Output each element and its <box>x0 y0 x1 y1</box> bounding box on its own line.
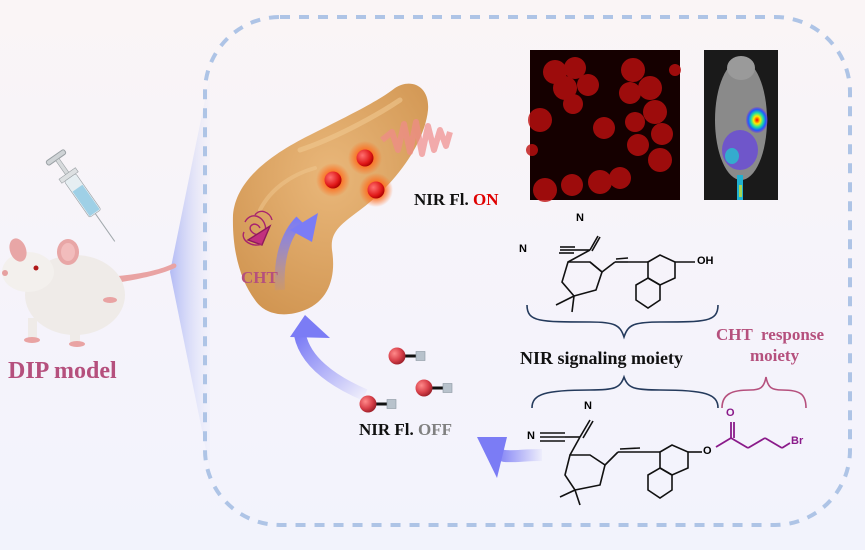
syringe-icon <box>45 149 116 242</box>
probe-molecules <box>359 347 453 413</box>
atom-o-ester: O <box>703 445 712 457</box>
brace-bottom-signaling <box>531 374 719 409</box>
brace-top-signaling <box>526 304 719 340</box>
brace-response <box>721 376 807 409</box>
arrow-from-probe-head <box>477 437 507 478</box>
dashed-frame <box>203 15 852 527</box>
activated-probe-spheres <box>316 141 393 207</box>
arrow-to-spheres <box>274 216 304 291</box>
nir-off-prefix: NIR Fl. <box>359 420 419 439</box>
nir-on-state: ON <box>473 190 499 209</box>
arrow-to-pancreas <box>294 333 368 401</box>
cht-enzyme-icon <box>242 210 273 246</box>
nir-emission-wave <box>380 119 453 157</box>
mouse-illustration <box>2 238 177 347</box>
linker-chain <box>715 422 791 449</box>
product-structure <box>555 235 695 313</box>
cell-fluorescence-image <box>526 50 681 202</box>
in-vivo-imaging-image <box>704 50 778 200</box>
response-moiety-label-line2: moiety <box>750 346 800 365</box>
nir-on-label: NIR Fl. ON <box>414 190 499 210</box>
signaling-moiety-label: NIR signaling moiety <box>520 348 684 368</box>
atom-o-carbonyl: O <box>726 407 735 419</box>
atom-n-left1: N <box>519 243 527 255</box>
nir-off-label: NIR Fl. OFF <box>359 420 452 440</box>
dip-model-label: DIP model <box>8 358 117 384</box>
atom-n-top1: N <box>576 212 584 224</box>
nir-off-state: OFF <box>418 420 453 439</box>
arrow-to-spheres-head <box>290 213 318 242</box>
arrow-to-pancreas-head <box>290 315 330 338</box>
atom-br: Br <box>791 435 804 447</box>
response-moiety-label-line1: CHT response <box>716 325 825 344</box>
atom-n-left2: N <box>527 430 535 442</box>
probe-structure <box>540 419 702 506</box>
atom-n-top2: N <box>584 400 592 412</box>
zoom-beam <box>170 75 210 470</box>
atom-oh: OH <box>697 255 714 267</box>
nir-on-prefix: NIR Fl. <box>414 190 474 209</box>
cht-label: CHT <box>241 268 278 287</box>
